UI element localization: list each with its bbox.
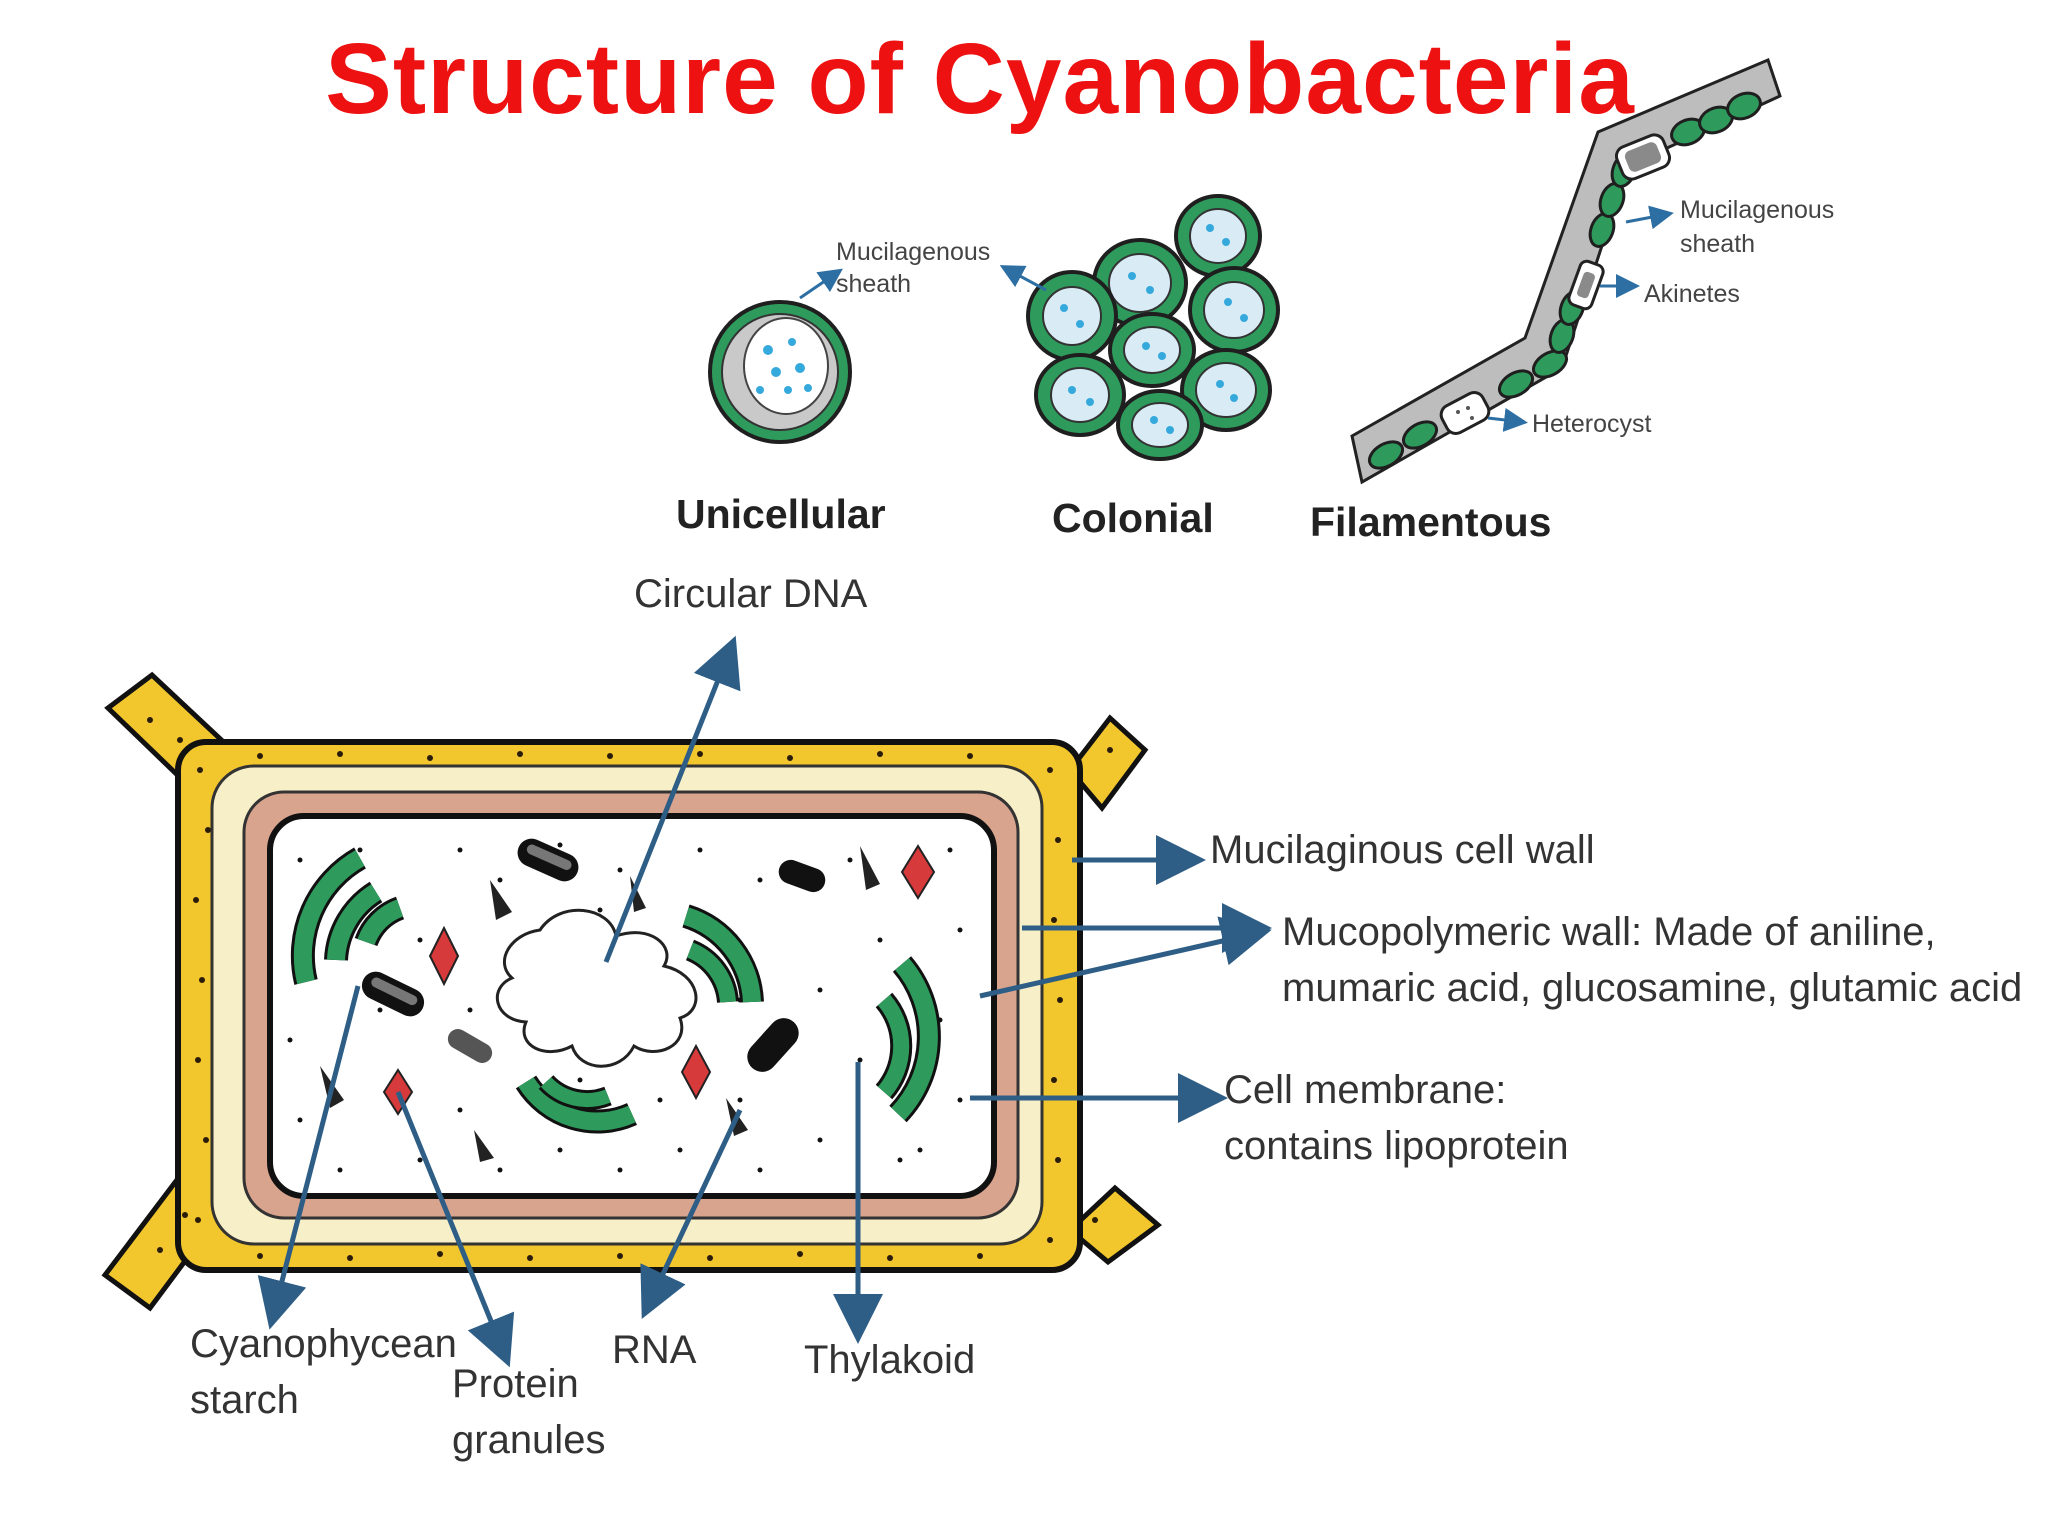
mucopolymeric-wall-arrow-lower: [979, 916, 1272, 999]
protein-granules-arrow: [395, 1091, 515, 1368]
heterocyst-cell: [1439, 390, 1491, 436]
thylakoid-label: Thylakoid: [804, 1338, 976, 1382]
akinetes-label: Akinetes: [1644, 280, 1740, 308]
circular-dna: [495, 908, 698, 1068]
heterocyst-arrow: [1487, 407, 1528, 432]
circular-dna-label: Circular DNA: [634, 572, 868, 616]
akinete-cell-upper: [1614, 133, 1672, 181]
page-title: Structure of Cyanobacteria: [325, 23, 1635, 135]
unicellular-sheath-label-line1: Mucilagenous: [836, 238, 991, 266]
cyanophycean-starch-label-line1: Cyanophycean: [190, 1322, 457, 1366]
rna-arrow: [640, 1108, 743, 1320]
cell-membrane-label-line1: Cell membrane:: [1224, 1068, 1507, 1112]
circular-dna-arrow: [603, 635, 741, 963]
colonial-cells: [1026, 194, 1280, 461]
mucilaginous-cell-wall-label: Mucilaginous cell wall: [1210, 828, 1595, 872]
filament-sheath-label-line2: sheath: [1680, 230, 1756, 258]
filament-sheath-arrow: [1625, 205, 1674, 230]
cyanophycean-starch-granules: [361, 838, 826, 1072]
heterocyst-label: Heterocyst: [1532, 410, 1652, 438]
thylakoid-membranes: [290, 847, 941, 1134]
unicellular-sheath-label-line2: sheath: [836, 270, 912, 298]
cell-membrane-label-line2: contains lipoprotein: [1224, 1124, 1569, 1168]
protein-granules-label-line1: Protein: [452, 1362, 579, 1406]
cyanophycean-starch-label-line2: starch: [190, 1378, 299, 1422]
mucopolymeric-wall-label: Mucopolymeric wall: Made of aniline, mum…: [1282, 910, 2023, 1010]
filamentous-chain: [1350, 57, 1782, 485]
unicellular-cell: [708, 300, 852, 444]
filament-sheath-label-line1: Mucilagenous: [1680, 196, 1835, 224]
filamentous-label: Filamentous: [1310, 499, 1552, 545]
unicellular-sheath-arrow: [799, 268, 843, 300]
annotation-arrows: [257, 635, 1272, 1368]
colonial-sheath-arrow: [999, 265, 1047, 292]
colonial-label: Colonial: [1052, 495, 1214, 541]
main-cell: [101, 671, 1163, 1312]
protein-granules-label-line2: granules: [452, 1418, 606, 1462]
unicellular-label: Unicellular: [676, 491, 886, 537]
cyanophycean-starch-arrow: [257, 985, 361, 1330]
rna-label: RNA: [612, 1328, 697, 1372]
akinete-cell: [1567, 259, 1605, 311]
